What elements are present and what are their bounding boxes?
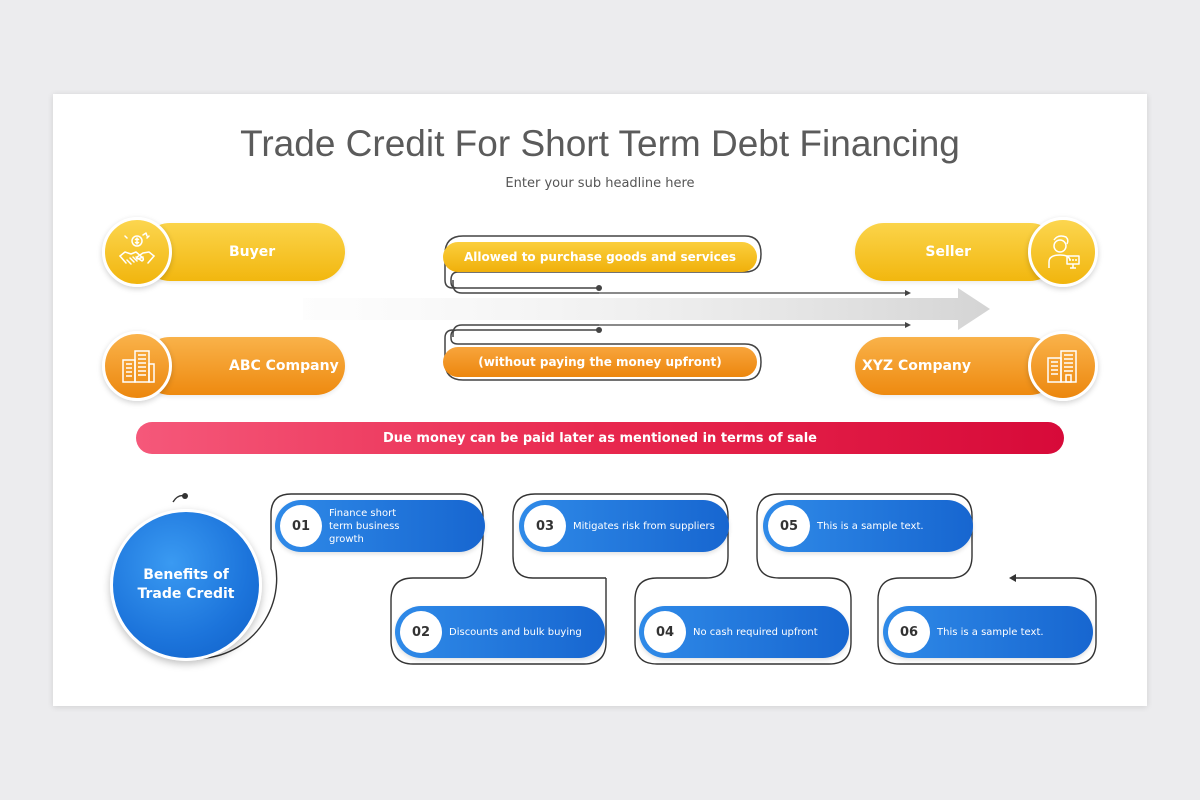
benefit-item: 02 Discounts and bulk buying bbox=[395, 606, 605, 658]
due-money-banner: Due money can be paid later as mentioned… bbox=[136, 422, 1064, 454]
connector-lines bbox=[115, 235, 1097, 665]
buildings-icon bbox=[1047, 350, 1077, 383]
abc-company-circle bbox=[102, 331, 172, 401]
no-upfront-bar: (without paying the money upfront) bbox=[443, 347, 757, 377]
purchase-allowed-bar: Allowed to purchase goods and services bbox=[443, 242, 757, 272]
benefits-title: Benefits of Trade Credit bbox=[137, 567, 235, 602]
flow-arrow bbox=[303, 288, 990, 330]
handshake-money-icon bbox=[119, 232, 155, 265]
benefit-item: 05 This is a sample text. bbox=[763, 500, 973, 552]
abc-company-pill: ABC Company bbox=[141, 337, 345, 395]
benefit-number: 04 bbox=[644, 611, 686, 653]
buyer-circle bbox=[102, 217, 172, 287]
buyer-pill: Buyer bbox=[141, 223, 345, 281]
seller-sale-icon bbox=[1048, 235, 1080, 269]
benefit-item: 04 No cash required upfront bbox=[639, 606, 849, 658]
benefit-text: This is a sample text. bbox=[937, 626, 1044, 638]
seller-label: Seller bbox=[925, 244, 971, 260]
seller-circle bbox=[1028, 217, 1098, 287]
benefit-text: This is a sample text. bbox=[817, 520, 924, 532]
xyz-company-circle bbox=[1028, 331, 1098, 401]
benefits-circle: Benefits of Trade Credit bbox=[110, 509, 262, 661]
page-title: Trade Credit For Short Term Debt Financi… bbox=[240, 123, 960, 164]
benefit-number: 05 bbox=[768, 505, 810, 547]
page-subtitle: Enter your sub headline here bbox=[505, 176, 695, 191]
benefit-number: 01 bbox=[280, 505, 322, 547]
buyer-label: Buyer bbox=[229, 244, 276, 260]
slide: Trade Credit For Short Term Debt Financi… bbox=[53, 94, 1147, 706]
benefit-item: 06 This is a sample text. bbox=[883, 606, 1093, 658]
abc-company-label: ABC Company bbox=[229, 358, 339, 374]
benefit-item: 01 Finance short term business growth bbox=[275, 500, 485, 552]
xyz-company-label: XYZ Company bbox=[862, 358, 971, 374]
xyz-company-pill: XYZ Company bbox=[855, 337, 1059, 395]
buildings-icon bbox=[122, 350, 155, 383]
benefit-item: 03 Mitigates risk from suppliers bbox=[519, 500, 729, 552]
benefit-number: 02 bbox=[400, 611, 442, 653]
seller-pill: Seller bbox=[855, 223, 1059, 281]
benefit-text: Finance short term business growth bbox=[329, 507, 400, 545]
benefit-text: Mitigates risk from suppliers bbox=[573, 520, 715, 532]
benefit-text: No cash required upfront bbox=[693, 626, 818, 638]
benefit-text: Discounts and bulk buying bbox=[449, 626, 582, 638]
benefit-number: 06 bbox=[888, 611, 930, 653]
benefit-number: 03 bbox=[524, 505, 566, 547]
